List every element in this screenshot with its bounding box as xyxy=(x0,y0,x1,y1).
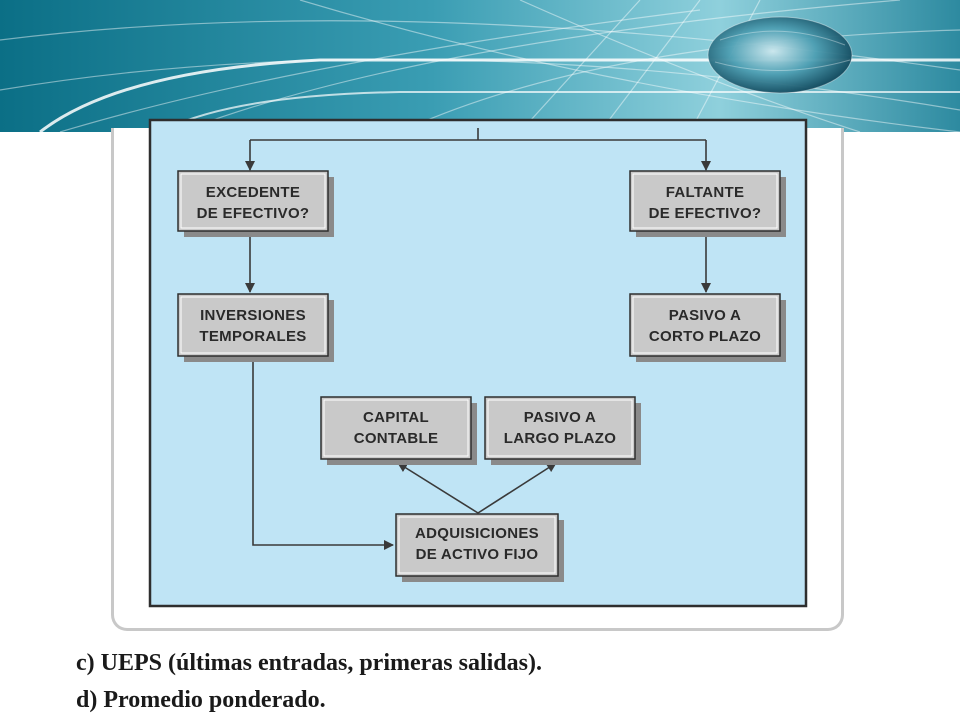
node-label: CORTO PLAZO xyxy=(649,328,761,345)
node-pasivo-corto-plazo: PASIVO A CORTO PLAZO xyxy=(629,293,786,362)
connector-top-bar xyxy=(250,128,706,141)
node-label: LARGO PLAZO xyxy=(504,430,616,447)
connector-adquisiciones-pasivo-largo xyxy=(477,462,557,514)
node-pasivo-largo-plazo: PASIVO A LARGO PLAZO xyxy=(484,396,641,465)
node-inversiones-temporales: INVERSIONES TEMPORALES xyxy=(177,293,334,362)
node-label: TEMPORALES xyxy=(199,328,306,345)
node-faltante-efectivo: FALTANTE DE EFECTIVO? xyxy=(629,170,786,237)
node-label: DE EFECTIVO? xyxy=(197,205,310,222)
node-label: PASIVO A xyxy=(524,409,596,426)
node-label: FALTANTE xyxy=(666,184,745,201)
node-label: CONTABLE xyxy=(354,430,439,447)
node-label: DE ACTIVO FIJO xyxy=(416,546,539,563)
node-label: INVERSIONES xyxy=(200,307,306,324)
note-ueps: c) UEPS (últimas entradas, primeras sali… xyxy=(76,650,542,676)
node-label: ADQUISICIONES xyxy=(415,525,539,542)
node-label: CAPITAL xyxy=(363,409,429,426)
connector-adquisiciones-capital xyxy=(397,462,479,514)
notes: c) UEPS (últimas entradas, primeras sali… xyxy=(76,645,936,719)
node-label: EXCEDENTE xyxy=(206,184,300,201)
node-adquisiciones-activo-fijo: ADQUISICIONES DE ACTIVO FIJO xyxy=(395,513,564,582)
node-label: PASIVO A xyxy=(669,307,741,324)
node-excedente-efectivo: EXCEDENTE DE EFECTIVO? xyxy=(177,170,334,237)
header-banner xyxy=(0,0,960,132)
note-promedio-ponderado: d) Promedio ponderado. xyxy=(76,687,326,713)
globe-icon xyxy=(708,17,852,93)
connector-inversiones-adquisiciones xyxy=(252,356,394,550)
node-capital-contable: CAPITAL CONTABLE xyxy=(320,396,477,465)
node-label: DE EFECTIVO? xyxy=(649,205,762,222)
